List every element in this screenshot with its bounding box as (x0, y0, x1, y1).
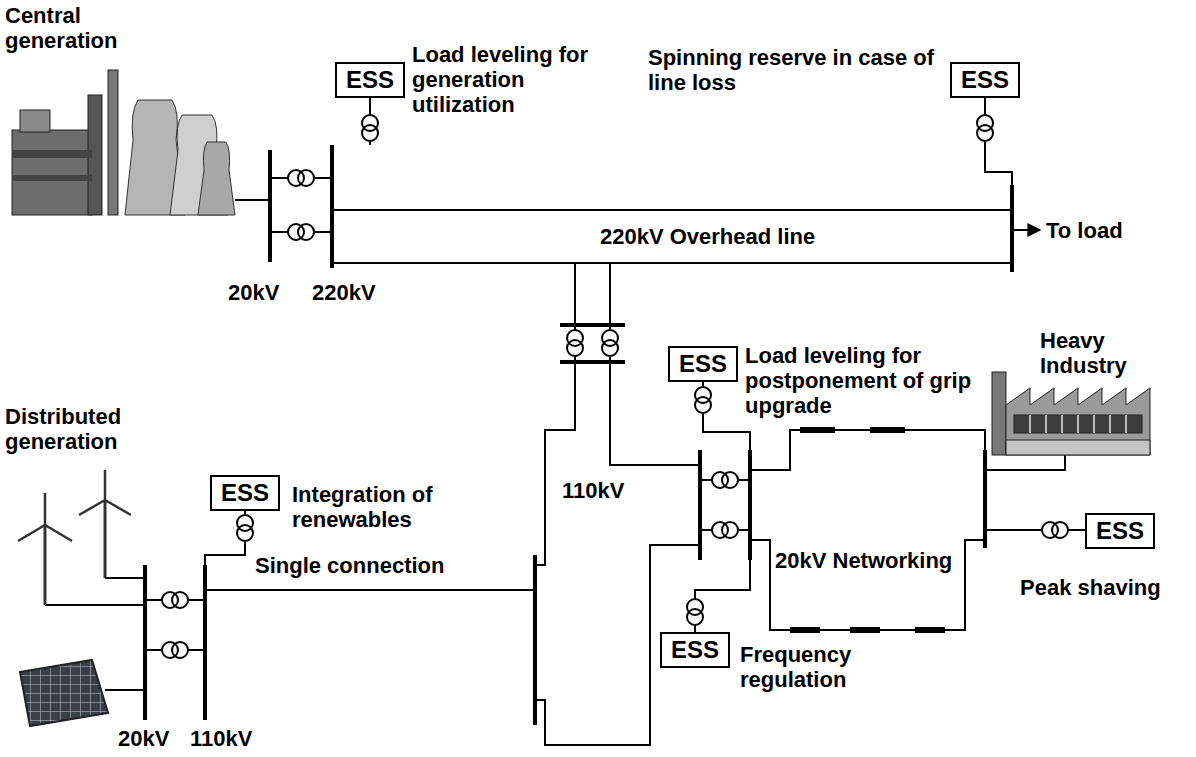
grid-label: Central generation (5, 3, 145, 53)
ess-label: ESS (346, 66, 394, 94)
central-buses (270, 178, 332, 232)
grid-wires (985, 455, 1065, 470)
transformer-symbol (162, 115, 1068, 658)
grid-label: 110kV (562, 478, 624, 503)
ess-label: ESS (1096, 517, 1144, 545)
grid-wires (45, 98, 1085, 745)
power-plant-illustration (20, 110, 50, 132)
grid-label: 20kV (228, 280, 279, 305)
bus-bar (533, 555, 537, 725)
grid-wires (703, 382, 750, 450)
grid-label: 110kV (190, 726, 252, 751)
bus-bar (1010, 185, 1014, 272)
grid-wires (332, 210, 1012, 263)
bus-bar (560, 325, 625, 362)
grid-wires (535, 362, 575, 565)
grid-wires (145, 600, 205, 650)
central-buses (270, 145, 332, 268)
arrow (1012, 229, 1040, 231)
ess-box: ESS (950, 62, 1020, 98)
grid-wires (205, 589, 535, 591)
grid-label: Integration of renewables (292, 482, 457, 532)
power-plant-illustration (12, 150, 92, 158)
arrow (1012, 229, 1040, 231)
transformer-symbol (237, 515, 253, 541)
factory-illustration (1014, 415, 1142, 433)
transformer-symbol (712, 522, 738, 538)
power-plant-illustration (108, 70, 118, 215)
grid-wires (205, 511, 245, 565)
ess-label: ESS (679, 350, 727, 378)
ess-box: ESS (660, 632, 730, 668)
power-plant-illustration (12, 70, 270, 215)
ess-label: ESS (671, 636, 719, 664)
bus-bar (145, 565, 205, 720)
grid-wires (575, 263, 610, 362)
grid-wires (985, 529, 1085, 531)
ess-label: ESS (221, 479, 269, 507)
grid-label: Single connection (255, 553, 444, 578)
grid-label: 220kV (312, 280, 376, 305)
power-plant-illustration (235, 199, 270, 201)
transformer-symbol (162, 642, 188, 658)
grid-label: Load leveling for generation utilization (412, 42, 602, 117)
solar-panel-illustration (20, 660, 108, 726)
wind-turbine-illustration (79, 470, 131, 515)
wind-turbine-illustration (104, 500, 107, 578)
grid-label: 20kV (118, 726, 169, 751)
grid-label: Spinning reserve in case of line loss (648, 45, 940, 95)
transformer-symbol (162, 592, 188, 608)
transformer-symbol (602, 330, 618, 356)
transformer-symbol (712, 472, 738, 488)
ess-box: ESS (668, 346, 738, 382)
central-buses (270, 145, 332, 268)
transformer-symbol (288, 224, 314, 240)
grid-wires (750, 430, 985, 470)
grid-label: 220kV Overhead line (600, 224, 815, 249)
wind-turbine-illustration (18, 470, 131, 605)
bus-bar (700, 450, 985, 560)
grid-label: To load (1046, 218, 1123, 243)
ess-box: ESS (335, 62, 405, 98)
network-bus-segment (790, 430, 945, 630)
grid-label: Load leveling for postponement of grip u… (745, 343, 995, 418)
grid-wires (700, 480, 750, 530)
ess-box: ESS (1085, 513, 1155, 549)
network-bus-segment (790, 430, 945, 630)
grid-wires (750, 540, 985, 630)
factory-illustration (992, 372, 1006, 455)
wind-turbine-illustration (44, 525, 47, 605)
factory-illustration (992, 372, 1150, 455)
grid-wires (369, 98, 371, 145)
transformer-symbol (687, 599, 703, 625)
transformer-symbol (1042, 522, 1068, 538)
wind-turbine-illustration (18, 493, 72, 541)
grid-label: Heavy Industry (1040, 328, 1160, 378)
grid-wires (695, 560, 750, 632)
transformer-symbol (567, 330, 583, 356)
power-plant-illustration (198, 142, 235, 215)
factory-illustration (1030, 415, 1126, 433)
bus-bar (145, 185, 1012, 725)
ess-label: ESS (961, 66, 1009, 94)
grid-label: Distributed generation (5, 404, 170, 454)
solar-panel-illustration (20, 660, 108, 726)
factory-illustration (1006, 388, 1150, 455)
transformer-symbol (695, 387, 711, 413)
grid-label: 20kV Networking (775, 548, 952, 573)
ess-box: ESS (210, 475, 280, 511)
grid-label: Peak shaving (1020, 575, 1161, 600)
transformer-symbol (362, 115, 378, 141)
power-plant-illustration (12, 175, 92, 181)
power-plant-illustration (12, 130, 92, 215)
factory-illustration (1006, 440, 1150, 455)
transformer-symbol (977, 115, 993, 141)
grid-wires (985, 98, 1012, 185)
transformer-symbol (288, 170, 314, 186)
grid-label: Frequency regulation (740, 642, 890, 692)
